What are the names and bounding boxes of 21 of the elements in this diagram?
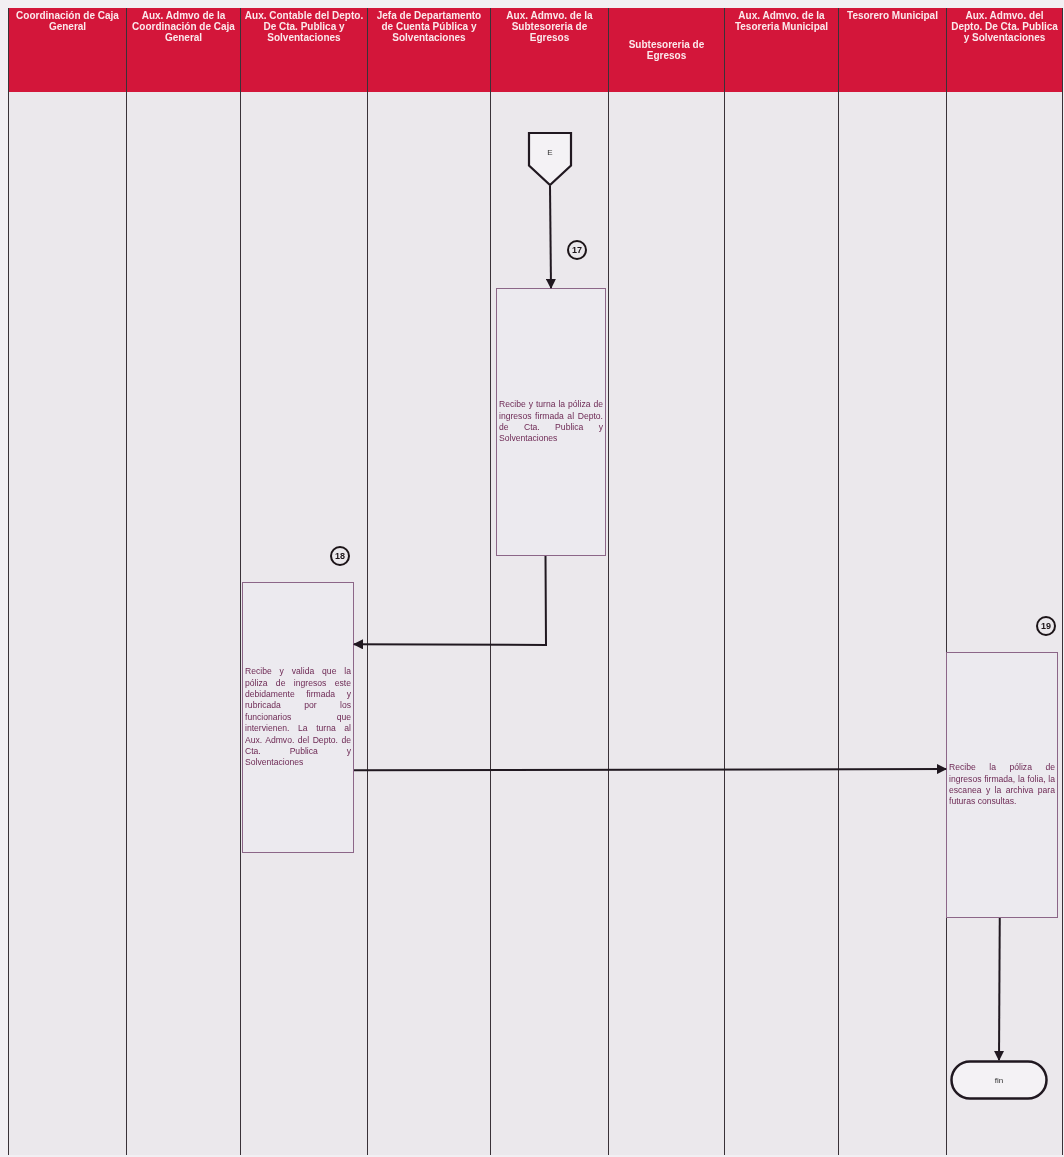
arrow — [994, 917, 1005, 1061]
process-box: Recibe la póliza de ingresos firmada, la folia, la escanea y la archiva para futuras consultas. — [946, 652, 1058, 918]
lane-header: Coordinación de Caja General — [8, 8, 127, 92]
lane-header: Aux. Admvo. de la Tesoreria Municipal — [724, 8, 839, 92]
lane-header: Aux. Admvo. de la Subtesoreria de Egresos — [490, 8, 609, 92]
lane-header: Aux. Contable del Depto. De Cta. Publica y Solventaciones — [240, 8, 368, 92]
arrow — [353, 555, 547, 650]
process-box: Recibe y valida que la póliza de ingresos este debidamente firmada y rubricada por los funcionarios que intervienen. La turna al Aux. Admvo. del Depto. de Cta. Publica y Solventaciones — [242, 582, 354, 853]
lane-header: Aux. Admvo de la Coordinación de Caja General — [126, 8, 241, 92]
arrow — [545, 185, 556, 289]
off-page-connector: E — [528, 132, 572, 186]
lane-header: Tesorero Municipal — [838, 8, 947, 92]
lane-header: Jefa de Departamento de Cuenta Pública y Solventaciones — [367, 8, 491, 92]
lane-header: Subtesoreria de Egresos — [608, 8, 725, 92]
lane-header: Aux. Admvo. del Depto. De Cta. Publica y Solventaciones — [946, 8, 1063, 92]
arrow — [353, 764, 947, 775]
process-box: Recibe y turna la póliza de ingresos firmada al Depto. de Cta. Publica y Solventaciones — [496, 288, 606, 556]
step-number: 18 — [330, 546, 350, 566]
terminal-shape: fin — [950, 1060, 1048, 1100]
step-number: 17 — [567, 240, 587, 260]
step-number: 19 — [1036, 616, 1056, 636]
